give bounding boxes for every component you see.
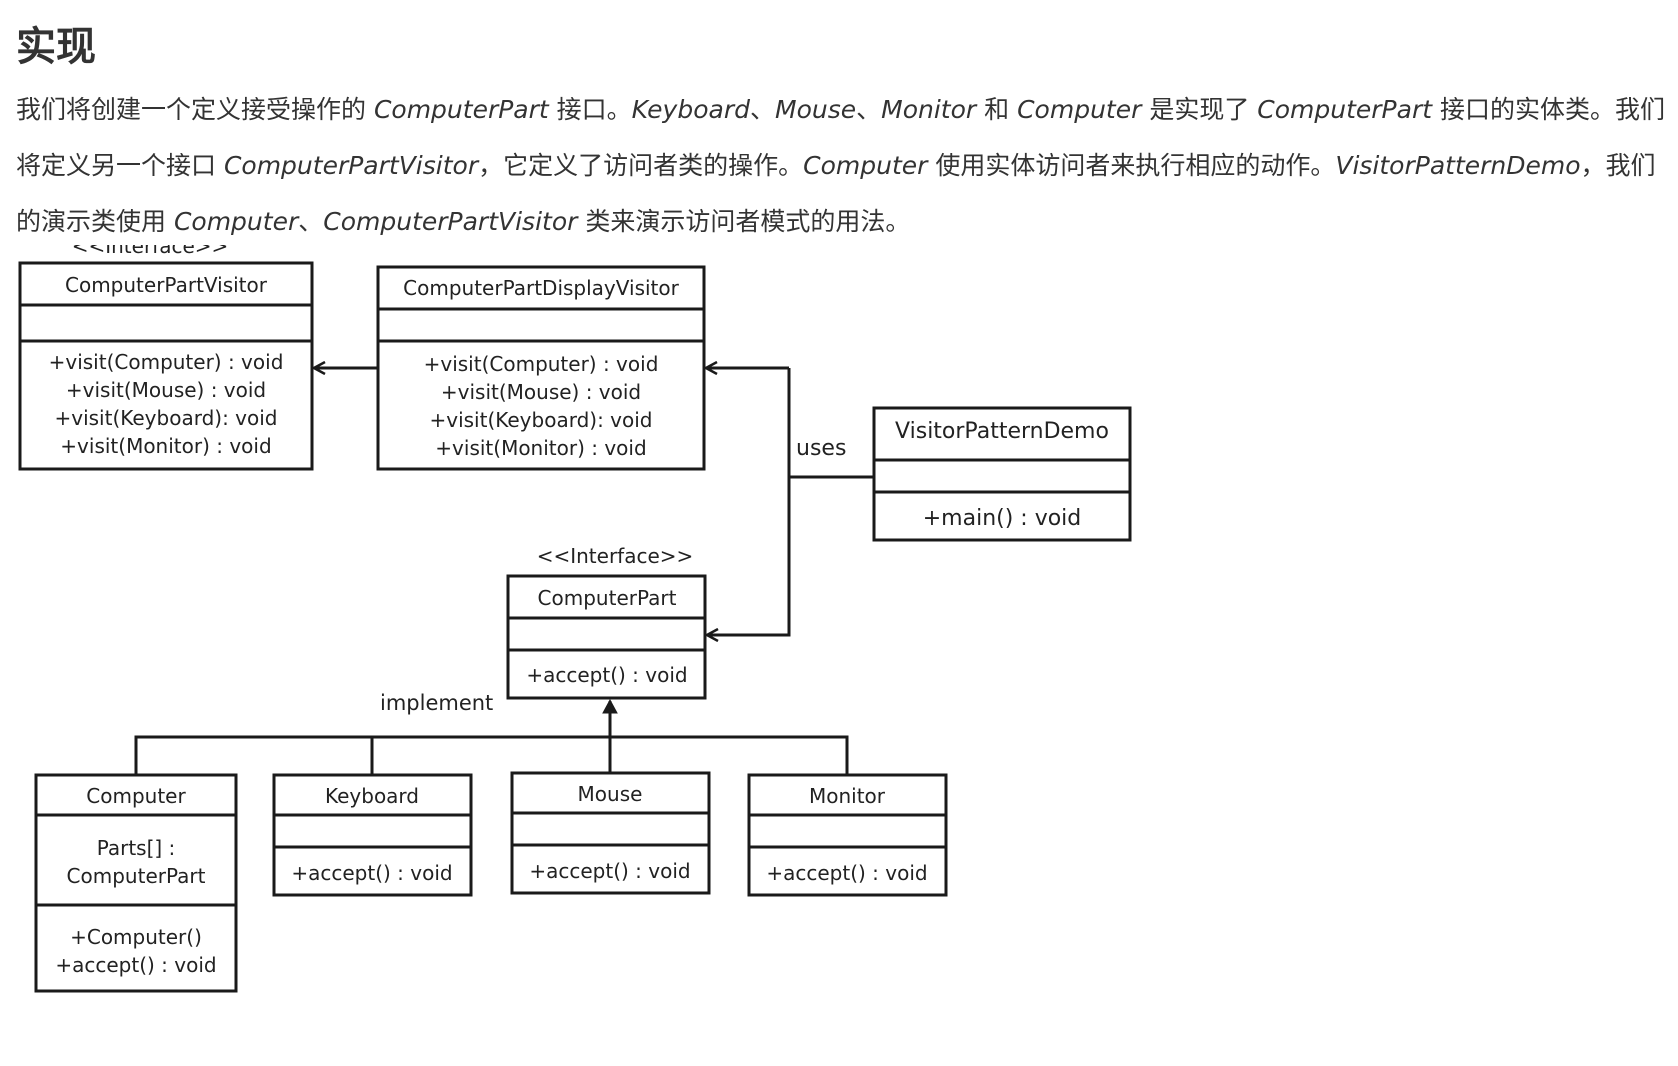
method: +visit(Mouse) : void [66,378,266,402]
class-name: VisitorPatternDemo [895,419,1109,444]
method: +visit(Mouse) : void [441,380,641,404]
method: +visit(Monitor) : void [435,436,646,460]
method: +visit(Monitor) : void [60,434,271,458]
text-run: 我们将创建一个定义接受操作的 [16,95,374,124]
class-name: Computer [86,784,186,808]
uml-class-diagram: <<Interface>> <<Interface>> ComputerPart… [18,245,1132,993]
class-computer-part: ComputerPart +accept() : void [506,574,707,700]
part-stereotype: <<Interface>> [537,544,694,568]
text-run: 接口。 [548,95,632,124]
code-term: Mouse [775,95,857,124]
method: +accept() : void [55,953,216,977]
class-name: Mouse [578,782,643,806]
attribute: Parts[] : [97,836,176,860]
class-computer-part-display-visitor: ComputerPartDisplayVisitor +visit(Comput… [376,265,706,471]
code-term: Computer [803,151,928,180]
code-term: ComputerPartVisitor [323,207,578,236]
code-term: Computer [1017,95,1142,124]
text-run: 、 [749,95,775,124]
class-name: ComputerPart [538,586,677,610]
class-mouse: Mouse +accept() : void [510,771,711,895]
text-run: 类来演示访问者模式的用法。 [577,207,911,236]
method: +visit(Computer) : void [49,350,284,374]
text-run: 是实现了 [1141,95,1258,124]
class-visitor-pattern-demo: VisitorPatternDemo +main() : void [872,406,1132,542]
class-name: Keyboard [325,784,419,808]
class-monitor: Monitor +accept() : void [747,773,948,897]
visitor-stereotype: <<Interface>> [72,245,229,258]
method: +accept() : void [526,663,687,687]
implement-label: implement [380,691,493,715]
code-term: Computer [173,207,299,236]
code-term: VisitorPatternDemo [1335,151,1581,180]
class-name: Monitor [809,784,886,808]
class-computer: Computer Parts[] : ComputerPart +Compute… [34,773,238,993]
text-run: 使用实体访问者来执行相应的动作。 [927,151,1336,180]
class-name: ComputerPartDisplayVisitor [403,276,679,300]
class-computer-part-visitor: ComputerPartVisitor +visit(Computer) : v… [18,261,314,471]
uses-arrow-to-computer-part [707,477,791,635]
method: +main() : void [923,506,1082,531]
code-term: ComputerPartVisitor [223,151,479,180]
implement-connector [134,735,849,775]
method: +accept() : void [529,859,690,883]
method: +visit(Computer) : void [424,352,659,376]
code-term: ComputerPart [1257,95,1433,124]
code-term: Monitor [881,95,977,124]
uses-label: uses [796,436,846,461]
method: +Computer() [70,925,202,949]
class-keyboard: Keyboard +accept() : void [272,773,473,897]
method: +visit(Keyboard): void [54,406,277,430]
text-run: ，我们的演示类使用 [16,151,1656,236]
description-paragraph: 我们将创建一个定义接受操作的 ComputerPart 接口。Keyboard、… [16,82,1666,250]
class-name: ComputerPartVisitor [65,273,268,297]
text-run: 、 [298,207,324,236]
method: +accept() : void [291,861,452,885]
attribute: ComputerPart [67,864,206,888]
method: +accept() : void [766,861,927,885]
text-run: 和 [976,95,1018,124]
text-run: ，它定义了访问者类的操作。 [478,151,804,180]
code-term: Keyboard [631,95,750,124]
method: +visit(Keyboard): void [429,408,652,432]
text-run: 、 [856,95,882,124]
code-term: ComputerPart [373,95,549,124]
section-heading: 实现 [16,24,96,70]
text-run: 接口的实体类。我们将定义另一个接口 [16,95,1665,180]
